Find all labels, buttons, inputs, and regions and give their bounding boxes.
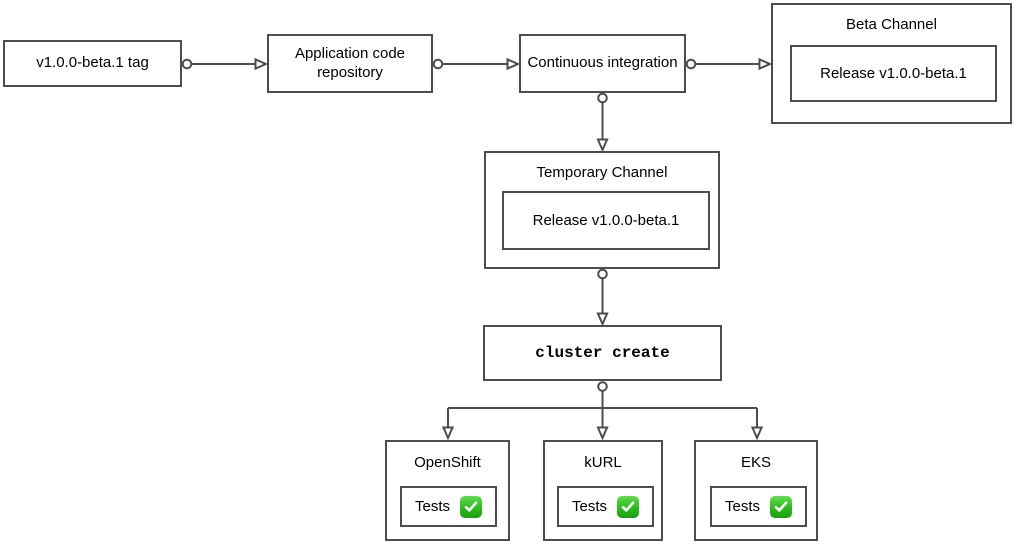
node-kurl: kURL Tests [543,440,663,541]
arrowhead-icon [596,312,609,327]
node-beta-channel: Beta Channel Release v1.0.0-beta.1 [771,3,1012,124]
arrowhead-icon [596,426,609,441]
edge-source-dot [597,92,608,104]
node-temporary-channel-title: Temporary Channel [536,164,668,181]
node-app-repo: Application code repository [267,34,433,93]
tests-label: Tests [724,498,760,515]
release-label: Release v1.0.0-beta.1 [820,65,967,82]
node-temporary-channel-release: Release v1.0.0-beta.1 [502,191,710,250]
edge-ci-to-beta-channel [685,57,773,71]
node-openshift-title: OpenShift [414,454,481,471]
check-icon [460,495,482,518]
arrowhead-icon [254,57,269,71]
edge-cluster-create-to-clusters [441,381,764,441]
edge-source-dot [597,268,608,280]
edge-source-dot [685,58,697,70]
node-version-tag-label: v1.0.0-beta.1 tag [36,54,149,72]
node-eks-tests: Tests [710,486,807,527]
edge-source-dot [181,58,193,70]
node-cluster-create-label: cluster create [535,344,670,362]
edge-ci-to-temporary-channel [596,92,609,153]
edge-source-dot [432,58,444,70]
node-eks: EKS Tests [694,440,818,541]
tests-label: Tests [414,498,450,515]
node-cluster-create: cluster create [483,325,722,381]
arrowhead-icon [506,57,521,71]
arrowhead-icon [750,426,764,441]
edge-repo-to-ci [432,57,521,71]
node-kurl-title: kURL [584,454,622,471]
edge-tag-to-repo [181,57,269,71]
edge-source-dot [597,381,608,392]
node-temporary-channel: Temporary Channel Release v1.0.0-beta.1 [484,151,720,269]
edge-temporary-channel-to-cluster-create [596,268,609,327]
node-version-tag: v1.0.0-beta.1 tag [3,40,182,87]
check-icon [617,495,639,518]
node-continuous-integration-label: Continuous integration [527,54,678,72]
node-openshift: OpenShift Tests [385,440,510,541]
node-app-repo-label: Application code repository [294,44,406,81]
arrowhead-icon [596,138,609,153]
node-kurl-tests: Tests [557,486,654,527]
check-icon [770,495,792,518]
node-beta-channel-release: Release v1.0.0-beta.1 [790,45,997,102]
tests-label: Tests [571,498,607,515]
node-openshift-tests: Tests [400,486,497,527]
arrowhead-icon [758,57,773,71]
release-label: Release v1.0.0-beta.1 [532,212,680,229]
node-eks-title: EKS [740,454,771,471]
node-beta-channel-title: Beta Channel [846,16,937,33]
arrowhead-icon [441,426,455,441]
node-continuous-integration: Continuous integration [519,34,686,93]
